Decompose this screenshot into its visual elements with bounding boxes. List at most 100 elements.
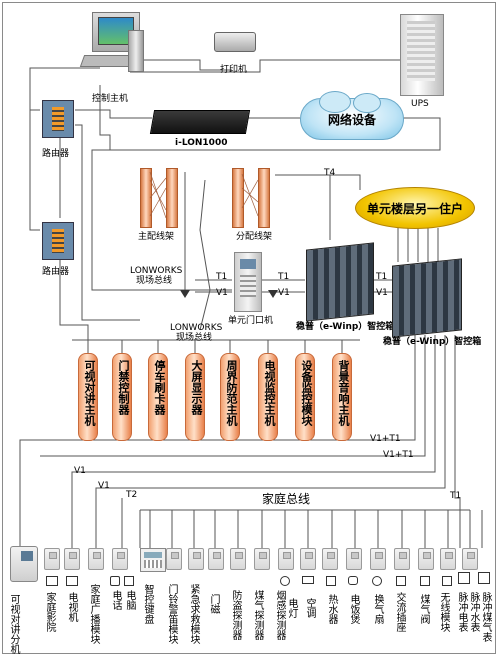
device-box-ac bbox=[322, 548, 338, 570]
device-box-phone bbox=[112, 548, 128, 570]
device-label-18: 交流插座 bbox=[394, 592, 405, 632]
subsystem-3: 停车刷卡器 bbox=[148, 353, 168, 441]
device-box-fan bbox=[394, 548, 410, 570]
device-label-6: 智控键盘 bbox=[142, 584, 153, 624]
device-box-socket bbox=[418, 548, 434, 570]
device-label-11: 煤气探测器 bbox=[252, 590, 263, 640]
t1-right-label: T1 bbox=[450, 491, 462, 501]
water-heater-icon bbox=[326, 576, 336, 586]
ups-label: UPS bbox=[411, 99, 429, 109]
v1-c-label: V1 bbox=[376, 288, 388, 298]
smart-box-2-label: 稳普（e-Winp）智控箱 bbox=[383, 337, 482, 347]
smart-box-1-icon bbox=[306, 242, 374, 322]
t2-label: T2 bbox=[126, 490, 138, 500]
ilon-label: i-LON1000 bbox=[175, 138, 228, 148]
unit-door-label: 单元门口机 bbox=[228, 316, 274, 326]
device-label-0: 可视对讲分机 bbox=[8, 594, 19, 654]
device-label-8: 紧急求救模块 bbox=[188, 584, 199, 644]
v1t1-a-label: V1+T1 bbox=[370, 434, 401, 444]
subsystem-7: 设备监控模块 bbox=[295, 353, 315, 441]
device-box-burglar bbox=[230, 548, 246, 570]
tower-icon bbox=[128, 30, 144, 72]
device-box-doorbell bbox=[166, 548, 182, 570]
main-frame-label: 主配线架 bbox=[138, 232, 175, 242]
router-top-icon bbox=[42, 100, 74, 138]
device-label-16: 电饭煲 bbox=[348, 594, 359, 624]
device-box-broadcast bbox=[88, 548, 104, 570]
v1-a-label: V1 bbox=[216, 288, 228, 298]
lonworks2-line2: 现场总线 bbox=[176, 333, 213, 343]
device-label-4: 电话 bbox=[110, 590, 121, 610]
fan-icon bbox=[372, 576, 382, 586]
other-household-bubble: 单元楼层另一住户 bbox=[355, 187, 475, 229]
device-label-19: 煤气阀 bbox=[418, 594, 429, 624]
electric-meter-icon bbox=[458, 572, 470, 584]
network-label: 网络设备 bbox=[327, 112, 376, 127]
gas-meter-icon bbox=[478, 572, 490, 584]
device-label-5: 电脑 bbox=[124, 590, 135, 610]
gas-valve-icon bbox=[420, 576, 430, 586]
lonworks1-line2: 现场总线 bbox=[136, 276, 173, 286]
subsystem-5: 周界防范主机 bbox=[220, 353, 240, 441]
ac-icon bbox=[302, 576, 314, 584]
rice-cooker-icon bbox=[348, 576, 358, 585]
subsystem-2: 门禁控制器 bbox=[112, 353, 132, 441]
device-label-17: 换气扇 bbox=[372, 594, 383, 624]
printer-icon bbox=[214, 32, 256, 52]
device-box-gas-valve bbox=[440, 548, 456, 570]
v1-left2-label: V1 bbox=[98, 481, 110, 491]
device-label-9: 门磁 bbox=[208, 594, 219, 614]
network-cloud-icon: 网络设备 bbox=[300, 91, 404, 140]
diagram-frame bbox=[2, 2, 496, 654]
subsystem-6: 电视监控主机 bbox=[258, 353, 278, 441]
device-box-emergency bbox=[188, 548, 204, 570]
device-label-10: 防盗探测器 bbox=[230, 590, 241, 640]
device-label-14: 空调 bbox=[304, 598, 315, 618]
device-label-13: 电灯 bbox=[286, 598, 297, 618]
device-box-home-theater bbox=[44, 548, 60, 570]
device-box-door-magnet bbox=[208, 548, 224, 570]
device-label-23: 脉冲煤气表 bbox=[480, 592, 491, 642]
wireless-icon bbox=[442, 576, 452, 586]
device-label-20: 无线模块 bbox=[438, 592, 449, 632]
t4-label: T4 bbox=[324, 168, 336, 178]
device-box-tv bbox=[64, 548, 80, 570]
device-label-21: 脉冲电表 bbox=[456, 592, 467, 632]
keypad-icon bbox=[140, 548, 166, 572]
phone-icon bbox=[110, 576, 120, 586]
t1-b-label: T1 bbox=[278, 272, 290, 282]
unit-door-panel-icon bbox=[234, 252, 262, 312]
lonworks1-line1: LONWORKS bbox=[130, 266, 183, 276]
router-mid-label: 路由器 bbox=[42, 267, 70, 277]
device-box-gas-detector bbox=[254, 548, 270, 570]
socket-icon bbox=[396, 576, 406, 586]
device-label-2: 电视机 bbox=[66, 592, 77, 622]
light-icon bbox=[280, 576, 290, 586]
device-label-22: 脉冲水表 bbox=[468, 592, 479, 632]
device-box-smoke bbox=[278, 548, 294, 570]
device-label-15: 热水器 bbox=[326, 594, 337, 624]
tv-icon bbox=[66, 576, 78, 586]
sub-frame-icon bbox=[232, 168, 272, 228]
control-host-label: 控制主机 bbox=[92, 94, 129, 104]
sub-frame-label: 分配线架 bbox=[236, 232, 273, 242]
router-top-label: 路由器 bbox=[42, 149, 70, 159]
subsystem-8: 背景音响主机 bbox=[332, 353, 352, 441]
device-label-12: 烟感探测器 bbox=[274, 590, 285, 640]
smart-box-2-icon bbox=[392, 258, 462, 338]
printer-label: 打印机 bbox=[220, 65, 248, 75]
subsystem-4: 大屏显示器 bbox=[185, 353, 205, 441]
intercom-handset-icon bbox=[10, 546, 38, 582]
smart-box-1-label: 稳普（e-Winp）智控箱 bbox=[296, 322, 395, 332]
device-box-rice-cooker bbox=[370, 548, 386, 570]
t1-c-label: T1 bbox=[376, 272, 388, 282]
device-label-7: 门铃警笛模块 bbox=[166, 584, 177, 644]
v1-left-label: V1 bbox=[74, 466, 86, 476]
home-bus-label: 家庭总线 bbox=[262, 492, 311, 506]
device-box-water-heater bbox=[346, 548, 362, 570]
ilon-device-icon bbox=[149, 110, 251, 134]
home-theater-icon bbox=[46, 576, 58, 586]
other-household-label: 单元楼层另一住户 bbox=[366, 201, 463, 216]
ups-icon bbox=[400, 14, 444, 96]
